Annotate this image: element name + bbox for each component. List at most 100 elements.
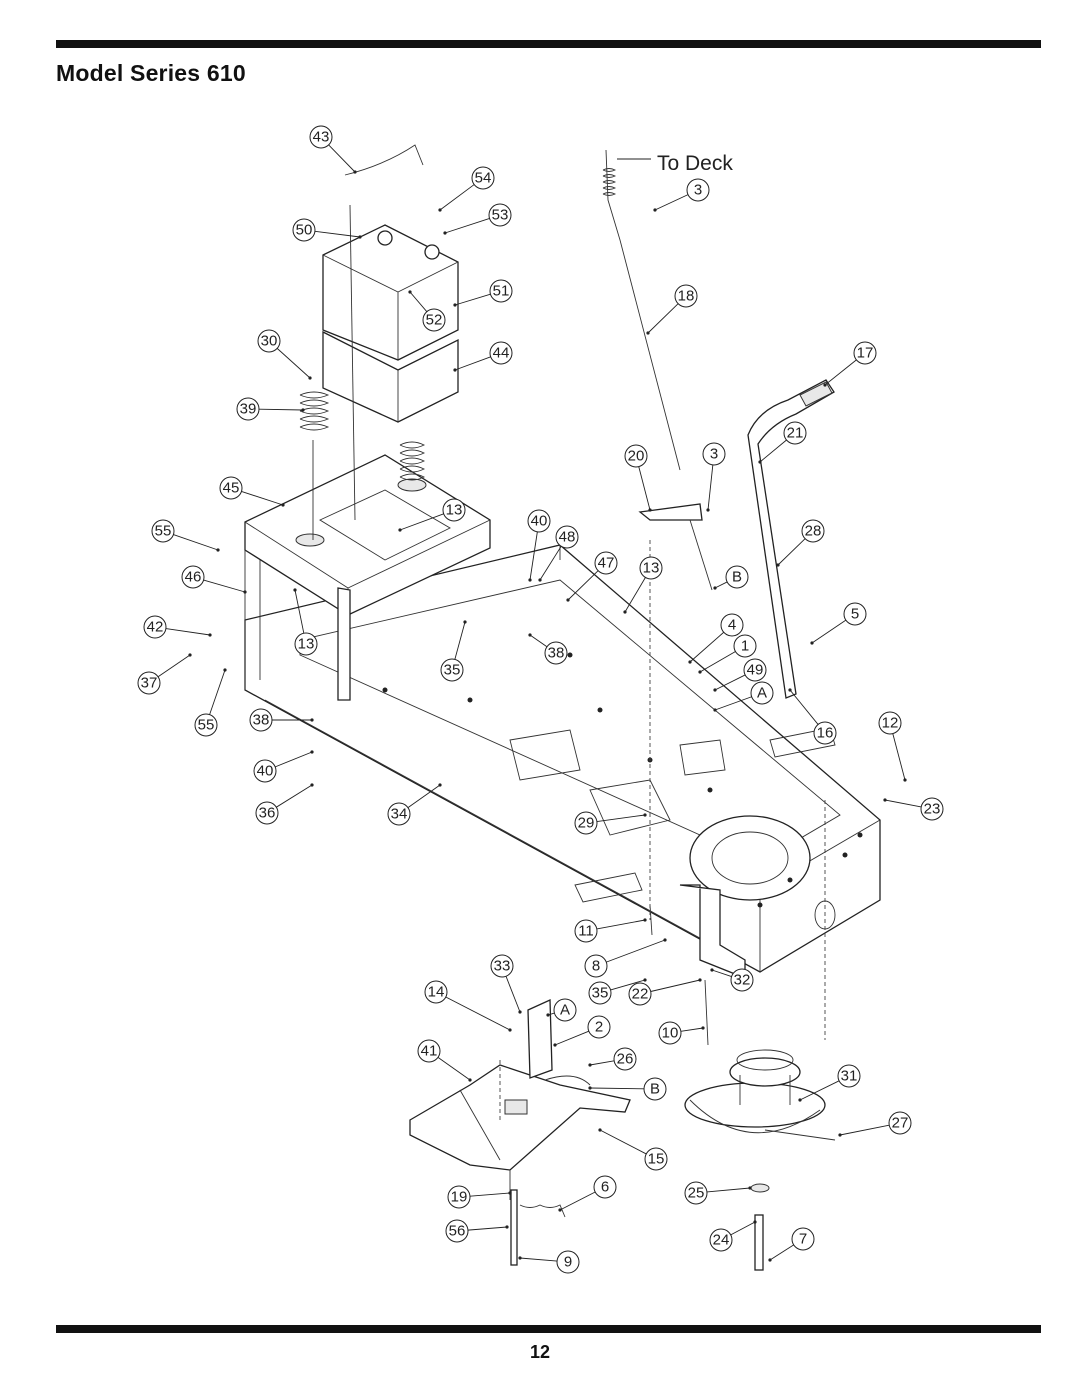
callout-10: 10 (658, 1021, 705, 1045)
callout-number: 4 (728, 617, 736, 634)
callout-leader-end (776, 563, 780, 567)
callout-circle (709, 1228, 733, 1252)
callout-number: 27 (892, 1115, 909, 1132)
callout-circle (181, 565, 205, 589)
callout-number: 3 (710, 446, 718, 463)
callout-leader-end (646, 331, 650, 335)
callout-leader-end (648, 508, 652, 512)
callout-number: 43 (313, 129, 330, 146)
callout-12: 12 (878, 711, 907, 782)
callout-circle (639, 556, 663, 580)
callout-leader-end (223, 668, 227, 672)
callout-leader-line (884, 799, 922, 808)
callout-leader-line (589, 1087, 645, 1090)
callout-number: 33 (494, 958, 511, 975)
callout-number: 35 (592, 985, 609, 1002)
callout-number: 55 (198, 717, 215, 734)
callout-leader-end (688, 660, 692, 664)
callout-circle (920, 797, 944, 821)
callout-leader-end (538, 578, 542, 582)
callout-leader-end (588, 1063, 592, 1067)
callout-circle (888, 1111, 912, 1135)
callout-circle (783, 421, 807, 445)
callout-number: 13 (446, 502, 463, 519)
callout-leader-end (706, 508, 710, 512)
callout-13: 13 (398, 498, 466, 532)
callout-number: 21 (787, 425, 804, 442)
callout-number: 23 (924, 801, 941, 818)
callout-number: 36 (259, 805, 276, 822)
callout-circle (613, 1047, 637, 1071)
callout-number: 13 (643, 560, 660, 577)
callout-circle (143, 615, 167, 639)
callout-circle (194, 713, 218, 737)
callout-number: 40 (257, 763, 274, 780)
callout-leader-end (838, 1133, 842, 1137)
callout-leader-line (610, 979, 646, 991)
callout-number: 46 (185, 569, 202, 586)
callout-number: 39 (240, 401, 257, 418)
callout-leader-line (699, 651, 736, 673)
callout-50: 50 (292, 218, 362, 242)
callout-46: 46 (181, 565, 247, 594)
callout-leader-end (310, 718, 314, 722)
callout-circle (593, 1175, 617, 1199)
callout-circle (674, 284, 698, 308)
battery-drawing (322, 224, 459, 423)
callout-circle (594, 551, 618, 575)
callout-27: 27 (838, 1111, 912, 1137)
callout-circle (447, 1185, 471, 1209)
callout-number: 26 (617, 1051, 634, 1068)
callout-leader-end (243, 590, 247, 594)
callout-number: 55 (155, 523, 172, 540)
callout-leader-line (505, 976, 521, 1013)
callout-leader-end (528, 578, 532, 582)
callout-23: 23 (883, 797, 944, 821)
callout-circle (725, 565, 749, 589)
callout-leader-line (294, 589, 305, 634)
callout-3: 3 (653, 178, 710, 212)
callout-leader-line (529, 634, 548, 648)
callout-circle (489, 279, 513, 303)
callout-circle (702, 442, 726, 466)
callout-circle (686, 178, 710, 202)
callout-leader-line (638, 466, 651, 511)
callout-20: 20 (624, 444, 652, 512)
callout-leader-line (567, 570, 599, 601)
callout-leader-line (811, 619, 847, 644)
callout-leader-line (165, 628, 211, 636)
callout-circle (489, 341, 513, 365)
callout-circle (527, 509, 551, 533)
callout-number: 19 (451, 1189, 468, 1206)
callout-number: 56 (449, 1223, 466, 1240)
callout-leader-line (258, 408, 304, 411)
callout-number: 53 (492, 207, 509, 224)
callout-leader-line (276, 784, 313, 808)
callout-leader-line (839, 1124, 890, 1136)
callout-leader-end (643, 813, 647, 817)
callout-circle (151, 519, 175, 543)
callout-3: 3 (702, 442, 726, 512)
callout-56: 56 (445, 1219, 509, 1243)
callout-leader-line (437, 1056, 471, 1081)
callout-41: 41 (417, 1039, 472, 1082)
callout-leader-end (508, 1028, 512, 1032)
callout-leader-line (328, 144, 356, 173)
callout-39: 39 (236, 397, 305, 421)
callout-leader-end (710, 968, 714, 972)
callout-leader-end (623, 610, 627, 614)
callout-leader-end (468, 1078, 472, 1082)
callout-leader-line (706, 1187, 751, 1193)
callout-circle (684, 1181, 708, 1205)
callout-number: 28 (805, 523, 822, 540)
callout-leader-line (276, 348, 311, 379)
callout-18: 18 (646, 284, 698, 335)
callout-circle (422, 308, 446, 332)
callout-44: 44 (453, 341, 513, 372)
callout-circle (643, 1077, 667, 1101)
callout-33: 33 (490, 954, 522, 1014)
callout-38: 38 (249, 708, 314, 732)
callout-number: 38 (253, 712, 270, 729)
